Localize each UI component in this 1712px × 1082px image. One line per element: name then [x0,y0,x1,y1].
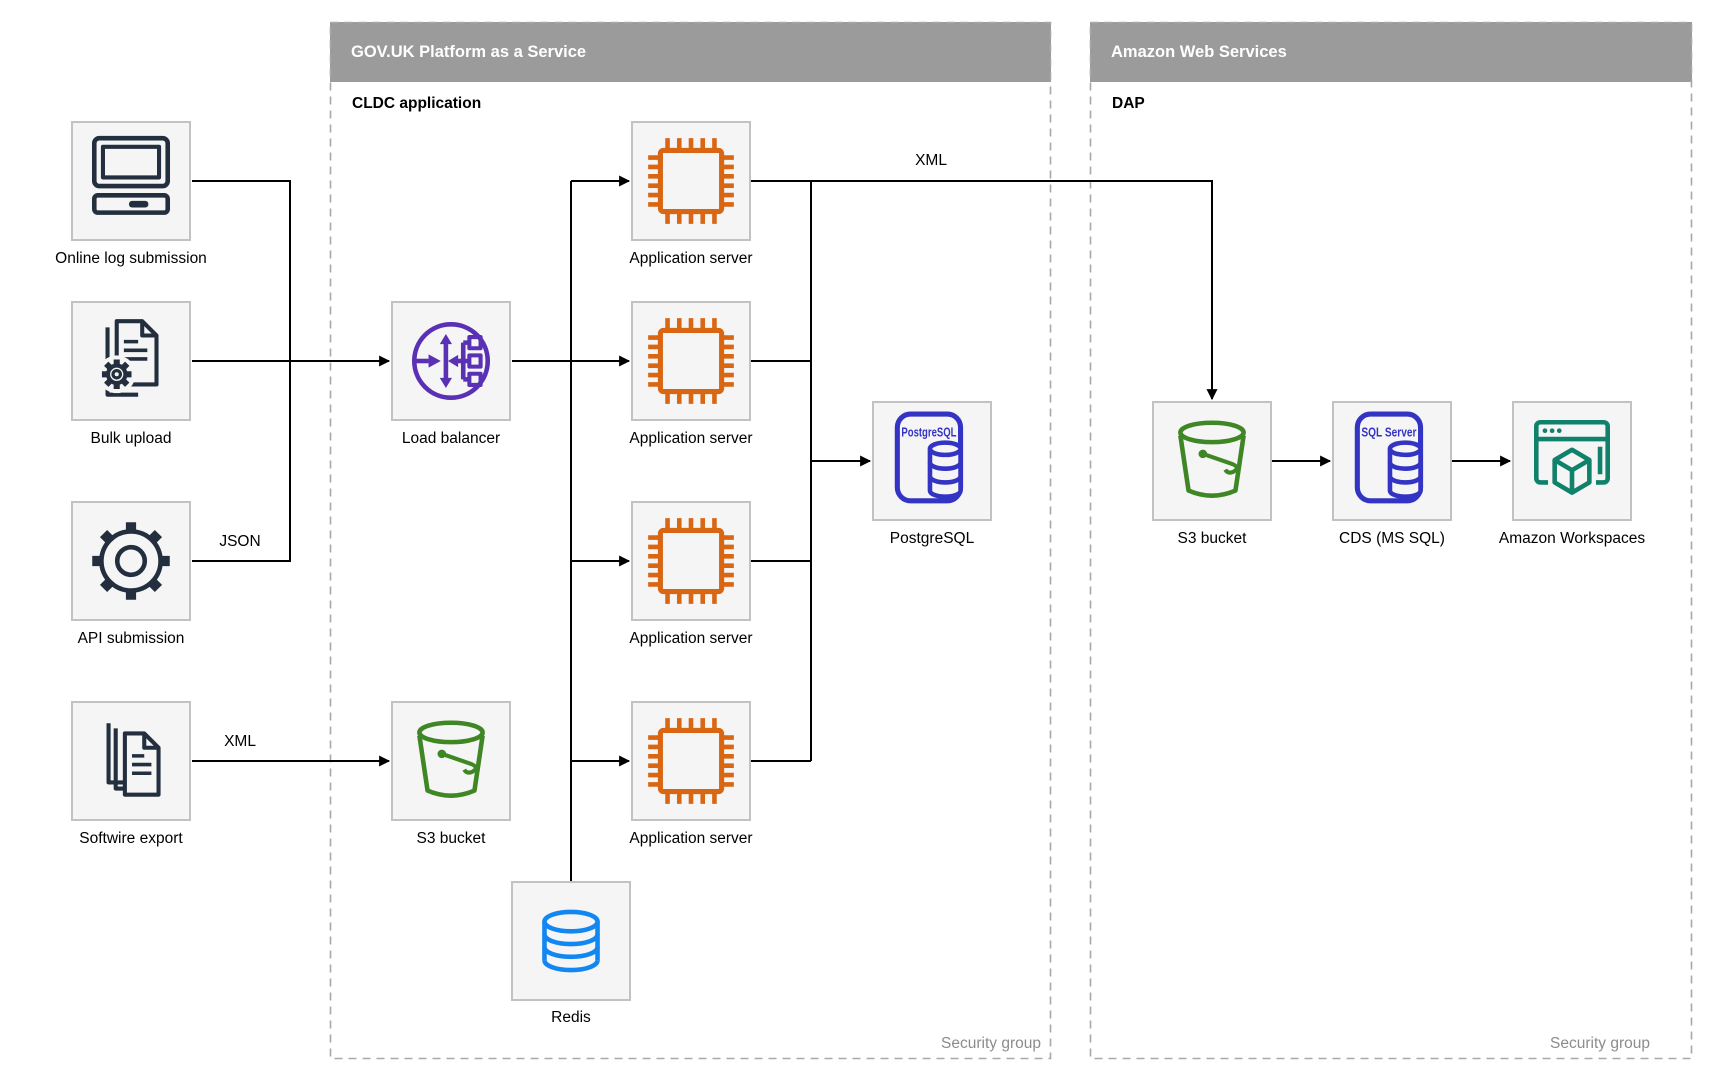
container-header-govuk-paas: GOV.UK Platform as a Service [330,22,1051,82]
document-gear-icon [97,319,159,397]
security-group-label-aws: Security group [1550,1035,1650,1052]
s3-bucket-icon [417,720,485,798]
node-redis [511,881,631,1001]
container-sublabel-dap: DAP [1112,95,1145,112]
container-title: Amazon Web Services [1111,43,1287,61]
node-label: PostgreSQL [889,530,975,547]
node-online-log-submission [71,121,191,241]
workspaces-icon [1534,419,1610,501]
cpu-chip-icon [648,518,734,604]
node-cds-mssql: SQL Server [1332,401,1452,521]
container-header-aws: Amazon Web Services [1090,22,1692,82]
load-balancer-icon [411,321,491,401]
node-label: Bulk upload [90,430,172,447]
node-bulk-upload [71,301,191,421]
cpu-chip-icon [648,138,734,224]
node-label: Online log submission [55,250,207,267]
node-s3-bucket-aws [1152,401,1272,521]
edge-label-json: JSON [219,533,261,550]
node-application-server-1 [631,121,751,241]
postgresql-badge: PostgreSQL [901,425,956,440]
edge-label-xml-transfer: XML [915,152,947,169]
node-amazon-workspaces [1512,401,1632,521]
node-label: Application server [629,830,753,847]
node-application-server-2 [631,301,751,421]
edge-sources-bus [192,180,291,562]
s3-bucket-icon [1178,420,1246,498]
node-label: Application server [629,630,753,647]
node-label: Application server [629,250,753,267]
node-label: Softwire export [79,830,183,847]
gear-icon [92,522,170,600]
edge-label-xml-export: XML [224,733,256,750]
node-api-submission [71,501,191,621]
node-load-balancer [391,301,511,421]
node-label: Redis [551,1009,591,1026]
cpu-chip-icon [648,318,734,404]
node-label: Application server [629,430,753,447]
node-postgresql: PostgreSQL [872,401,992,521]
sql-server-badge: SQL Server [1361,425,1416,440]
node-softwire-export [71,701,191,821]
node-s3-bucket-paas [391,701,511,821]
container-sublabel-cldc: CLDC application [352,95,482,112]
desktop-computer-icon [91,135,171,215]
database-cylinder-icon [542,909,600,973]
container-title: GOV.UK Platform as a Service [351,43,587,61]
node-application-server-3 [631,501,751,621]
documents-stack-icon [106,723,161,797]
node-label: Load balancer [401,430,501,447]
cpu-chip-icon [648,718,734,804]
node-label: API submission [77,630,185,647]
node-label: Amazon Workspaces [1498,530,1646,547]
node-application-server-4 [631,701,751,821]
edge-xml-to-aws-s3 [751,180,1218,401]
sqlserver-database-icon: SQL Server [1354,411,1424,504]
postgresql-database-icon: PostgreSQL [894,411,964,504]
node-label: S3 bucket [416,830,486,847]
security-group-label-paas: Security group [941,1035,1041,1052]
